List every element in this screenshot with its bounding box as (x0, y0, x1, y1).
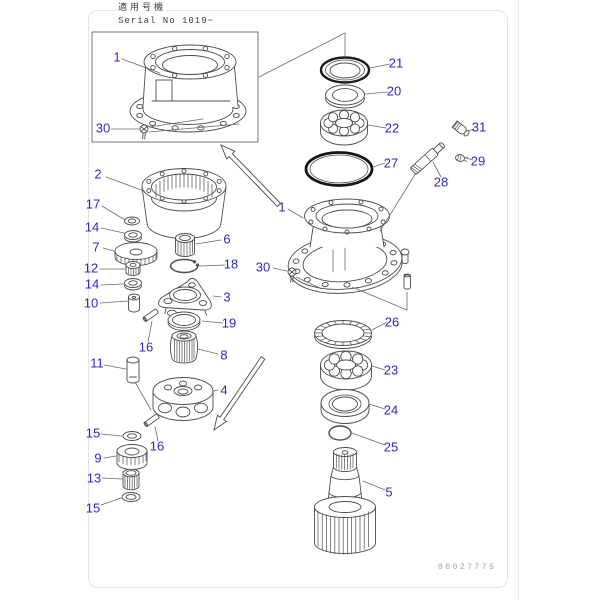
page-edge-line (518, 0, 519, 600)
side-pin (403, 273, 411, 290)
part-callout-14: 14 (84, 219, 100, 235)
part-8-coupling (170, 330, 198, 364)
part-callout-11: 11 (90, 355, 104, 371)
part-6-needle-cage (175, 233, 195, 257)
part-callout-5: 5 (385, 484, 393, 500)
part-15-washer-lower (121, 492, 141, 502)
part-callout-22: 22 (384, 120, 400, 136)
part-2-ring-gear (141, 168, 227, 239)
part-callout-26: 26 (384, 314, 400, 330)
part-22-ball-bearing (320, 109, 368, 146)
part-callout-19: 19 (221, 315, 237, 331)
part-callout-24: 24 (383, 402, 399, 418)
side-bolt (400, 248, 410, 264)
part-callout-16: 16 (138, 339, 154, 355)
part-callout-15: 15 (85, 500, 101, 516)
part-17-washer (124, 216, 140, 226)
part-20-washer (325, 84, 365, 109)
part-1-detail-drawing (129, 44, 247, 133)
part-4-carrier-assembly (152, 377, 214, 421)
part-callout-16: 16 (149, 438, 165, 454)
part-callout-25: 25 (383, 439, 399, 455)
part-13-needle-bearing (122, 468, 140, 491)
part-callout-30: 30 (255, 259, 271, 275)
part-callout-8: 8 (220, 347, 228, 363)
part-callout-4: 4 (220, 382, 228, 398)
part-5-shaft (314, 447, 376, 555)
part-18-snap-ring (169, 258, 200, 274)
part-callout-21: 21 (388, 55, 404, 71)
reference-arrow-to-detail-box (220, 144, 282, 208)
part-callout-14: 14 (84, 276, 100, 292)
part-19-ring (167, 311, 201, 331)
part-7-sun-gear (114, 242, 158, 266)
part-callout-30: 30 (95, 120, 111, 136)
part-callout-6: 6 (223, 231, 231, 247)
serial-number-label: Serial No 1019~ (118, 16, 215, 27)
part-14-washer-upper (124, 230, 142, 243)
part-callout-29: 29 (470, 153, 486, 169)
part-callout-17: 17 (85, 196, 101, 212)
part-callout-13: 13 (86, 470, 102, 486)
part-callout-20: 20 (386, 83, 402, 99)
part-26-slotted-ring (314, 320, 372, 349)
part-23-ball-bearing (320, 350, 372, 391)
part-callout-18: 18 (223, 256, 239, 272)
part-27-o-ring (304, 151, 374, 187)
detail-box (91, 31, 259, 143)
applicable-machines-label: 適用号機 (118, 3, 167, 14)
part-11-pin (126, 356, 140, 384)
part-25-o-ring (328, 425, 352, 441)
part-12-nut (125, 261, 141, 276)
part-callout-23: 23 (383, 362, 399, 378)
part-callout-1: 1 (278, 199, 286, 215)
part-callout-9: 9 (94, 450, 102, 466)
part-9-gear (116, 444, 148, 470)
part-callout-1: 1 (113, 49, 121, 65)
bolt-30-main (287, 267, 297, 283)
part-10-pin (128, 293, 140, 313)
part-callout-15: 15 (85, 425, 101, 441)
part-29-plug (455, 154, 469, 162)
part-21-seal (319, 56, 371, 84)
bolt-30-detail-drawing (139, 124, 149, 140)
part-14-washer-lower (124, 278, 142, 291)
part-callout-28: 28 (433, 174, 449, 190)
leader-lines (99, 32, 475, 506)
part-3-carrier-plate (158, 277, 212, 317)
part-callout-2: 2 (94, 166, 102, 182)
part-15-washer-upper (122, 431, 142, 441)
part-16-pin-lower (143, 413, 160, 427)
part-28-valve-assembly (410, 142, 445, 175)
part-callout-27: 27 (383, 155, 399, 171)
reference-arrow-to-carrier (213, 356, 266, 432)
document-number: 00027775 (438, 563, 497, 572)
part-callout-10: 10 (83, 295, 99, 311)
part-callout-3: 3 (223, 289, 231, 305)
part-16-pin-upper (142, 308, 159, 322)
part-callout-31: 31 (471, 119, 487, 135)
part-callout-7: 7 (92, 239, 100, 255)
part-callout-12: 12 (83, 260, 99, 276)
